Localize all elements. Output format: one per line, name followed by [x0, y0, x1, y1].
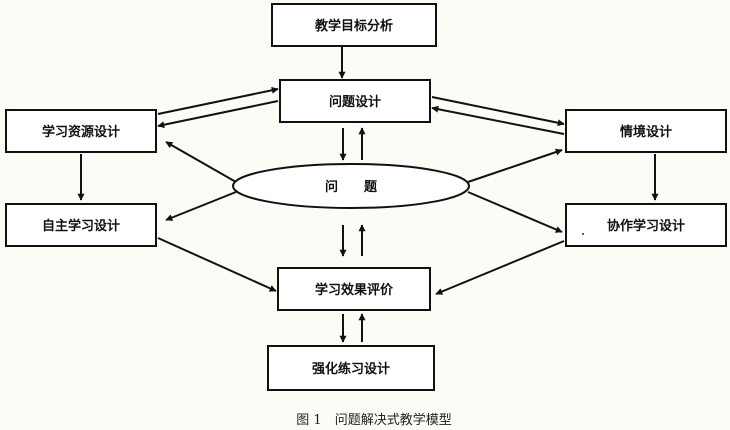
node-evaluation: 学习效果评价 — [277, 267, 431, 311]
node-problem-design: 问题设计 — [279, 79, 431, 123]
node-evaluation-label: 学习效果评价 — [315, 282, 394, 298]
node-self-study-label: 自主学习设计 — [42, 218, 120, 234]
arrow-problem-to-resources — [165, 141, 237, 183]
node-situation: 情境设计 — [565, 109, 727, 153]
node-situation-label: 情境设计 — [620, 124, 672, 140]
node-objectives-label: 教学目标分析 — [314, 18, 393, 34]
arrow-problem-design-to-situation — [431, 96, 565, 127]
arrow-problem-design-to-resources — [157, 100, 279, 129]
node-problem-label: 问 题 — [325, 179, 378, 195]
node-problem: 问 题 — [232, 163, 470, 209]
node-collaboration: 协作学习设计 — [565, 203, 727, 247]
node-self-study: 自主学习设计 — [5, 203, 157, 247]
arrow-problem-to-collaboration — [467, 191, 563, 233]
scan-speck — [582, 233, 584, 235]
arrow-resources-to-problem-design — [157, 86, 279, 115]
figure-caption: 图 1 问题解决式教学模型 — [296, 412, 451, 428]
node-resources-label: 学习资源设计 — [42, 124, 120, 140]
arrow-self-study-to-evaluation — [157, 237, 277, 292]
arrow-problem-to-situation — [467, 148, 563, 183]
node-practice: 强化练习设计 — [267, 345, 435, 391]
node-problem-design-label: 问题设计 — [329, 94, 381, 110]
node-collaboration-label: 协作学习设计 — [607, 218, 685, 234]
node-practice-label: 强化练习设计 — [312, 361, 390, 377]
arrow-collaboration-to-evaluation — [435, 240, 565, 295]
arrow-problem-to-self-study — [165, 191, 237, 221]
node-objectives: 教学目标分析 — [271, 3, 437, 47]
node-resources: 学习资源设计 — [5, 109, 157, 153]
arrow-situation-to-problem-design — [431, 105, 565, 135]
